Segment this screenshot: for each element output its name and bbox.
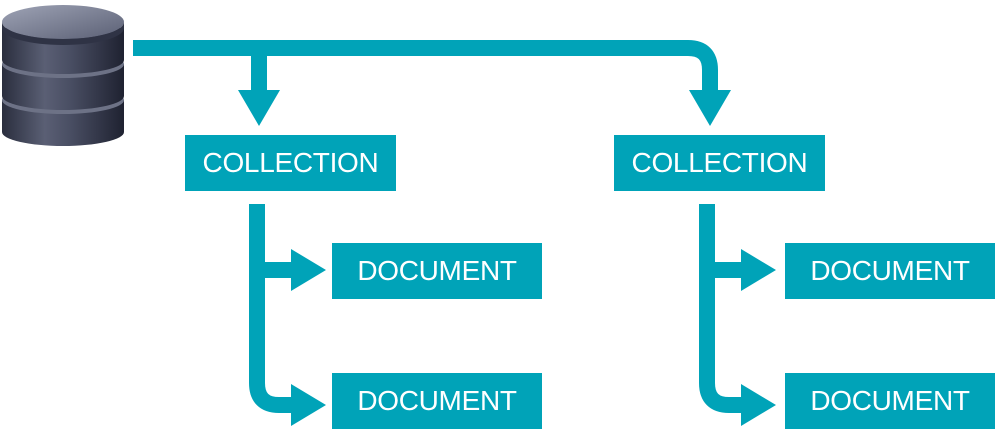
collection-label: COLLECTION — [202, 147, 379, 178]
arrow-down-icon — [238, 90, 280, 126]
document-box: DOCUMENT — [785, 373, 995, 429]
arrow-right-icon — [291, 384, 326, 426]
arrow-right-icon — [741, 384, 776, 426]
collection-2-trunk-line — [699, 204, 745, 413]
document-label: DOCUMENT — [357, 255, 517, 286]
document-box: DOCUMENT — [332, 243, 542, 299]
arrow-right-icon — [741, 249, 776, 291]
document-label: DOCUMENT — [357, 385, 517, 416]
arrow-down-icon — [689, 90, 731, 126]
document-label: DOCUMENT — [810, 255, 970, 286]
collection-box: COLLECTION — [614, 135, 825, 191]
db-connector-line — [133, 40, 718, 92]
collection-label: COLLECTION — [631, 147, 808, 178]
collection-box: COLLECTION — [185, 135, 396, 191]
database-icon — [2, 5, 124, 146]
document-box: DOCUMENT — [332, 373, 542, 429]
document-box: DOCUMENT — [785, 243, 995, 299]
collection-1-trunk-line — [249, 204, 295, 413]
document-label: DOCUMENT — [810, 385, 970, 416]
arrow-right-icon — [291, 249, 326, 291]
